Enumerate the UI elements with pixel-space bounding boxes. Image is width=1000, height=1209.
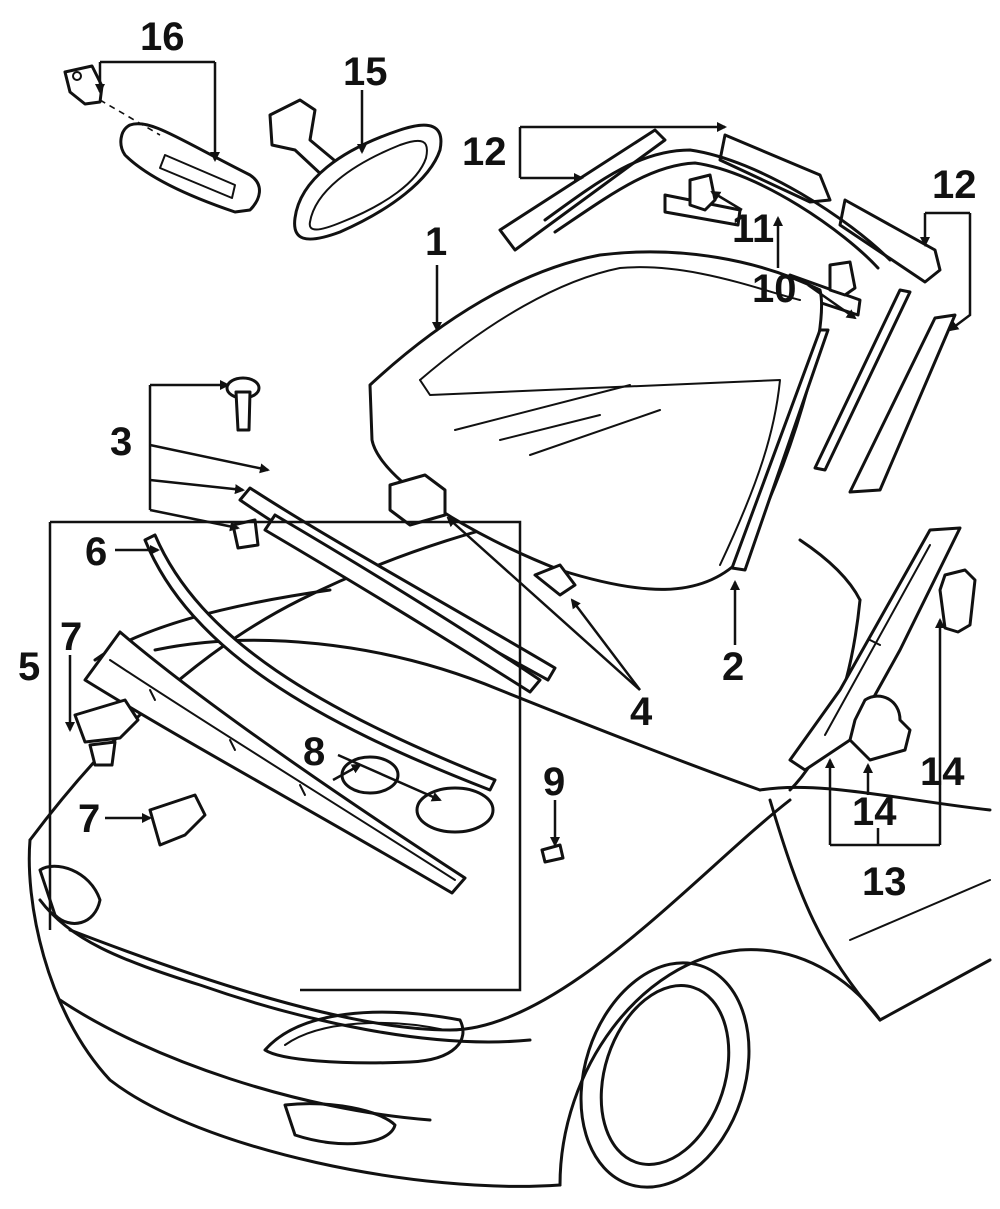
plug-8a: [340, 755, 400, 795]
callout-5: 5: [18, 645, 40, 689]
bracket-11: [663, 173, 742, 227]
callout-12-right: 12: [932, 163, 977, 207]
callout-14-right: 14: [920, 750, 965, 794]
pillar-garnish: [788, 526, 962, 772]
callout-7-lower: 7: [78, 797, 100, 841]
callout-6: 6: [85, 530, 107, 574]
cover-4a: [388, 473, 447, 527]
callout-11: 11: [732, 207, 774, 251]
callout-10: 10: [752, 267, 797, 311]
callout-14-center: 14: [852, 790, 897, 834]
screw-9: [540, 843, 565, 864]
cover-4b: [533, 563, 577, 597]
callout-3: 3: [110, 420, 132, 464]
callout-12-left: 12: [462, 130, 507, 174]
fastener-7-lower: [148, 793, 207, 847]
clip-14-upper: [938, 568, 977, 634]
leader-lines: [48, 60, 972, 992]
callout-16: 16: [140, 15, 185, 59]
bolt-3: [225, 376, 261, 432]
callout-15: 15: [343, 50, 388, 94]
callout-1: 1: [425, 220, 447, 264]
callout-13: 13: [862, 860, 907, 904]
callout-4: 4: [630, 690, 653, 734]
weatherstrip-3: [238, 486, 557, 694]
clip-14-lower: [848, 694, 912, 762]
windshield-molding: [498, 128, 957, 494]
callout-2: 2: [722, 645, 744, 689]
callout-numbers: 16 15 12 12 11 10 1 3 6 5 7 7 8 9 4 2 14…: [18, 15, 977, 904]
callout-8: 8: [303, 730, 325, 774]
sun-visor: [63, 64, 261, 214]
cowl-panel: [83, 630, 467, 895]
inside-mirror: [268, 98, 443, 241]
clip-3: [231, 518, 260, 550]
fastener-7-upper: [73, 698, 140, 767]
side-molding: [730, 288, 912, 572]
callout-7-upper: 7: [60, 615, 82, 659]
seal-6: [143, 533, 497, 792]
callout-9: 9: [543, 760, 565, 804]
car-body: [27, 498, 992, 1189]
